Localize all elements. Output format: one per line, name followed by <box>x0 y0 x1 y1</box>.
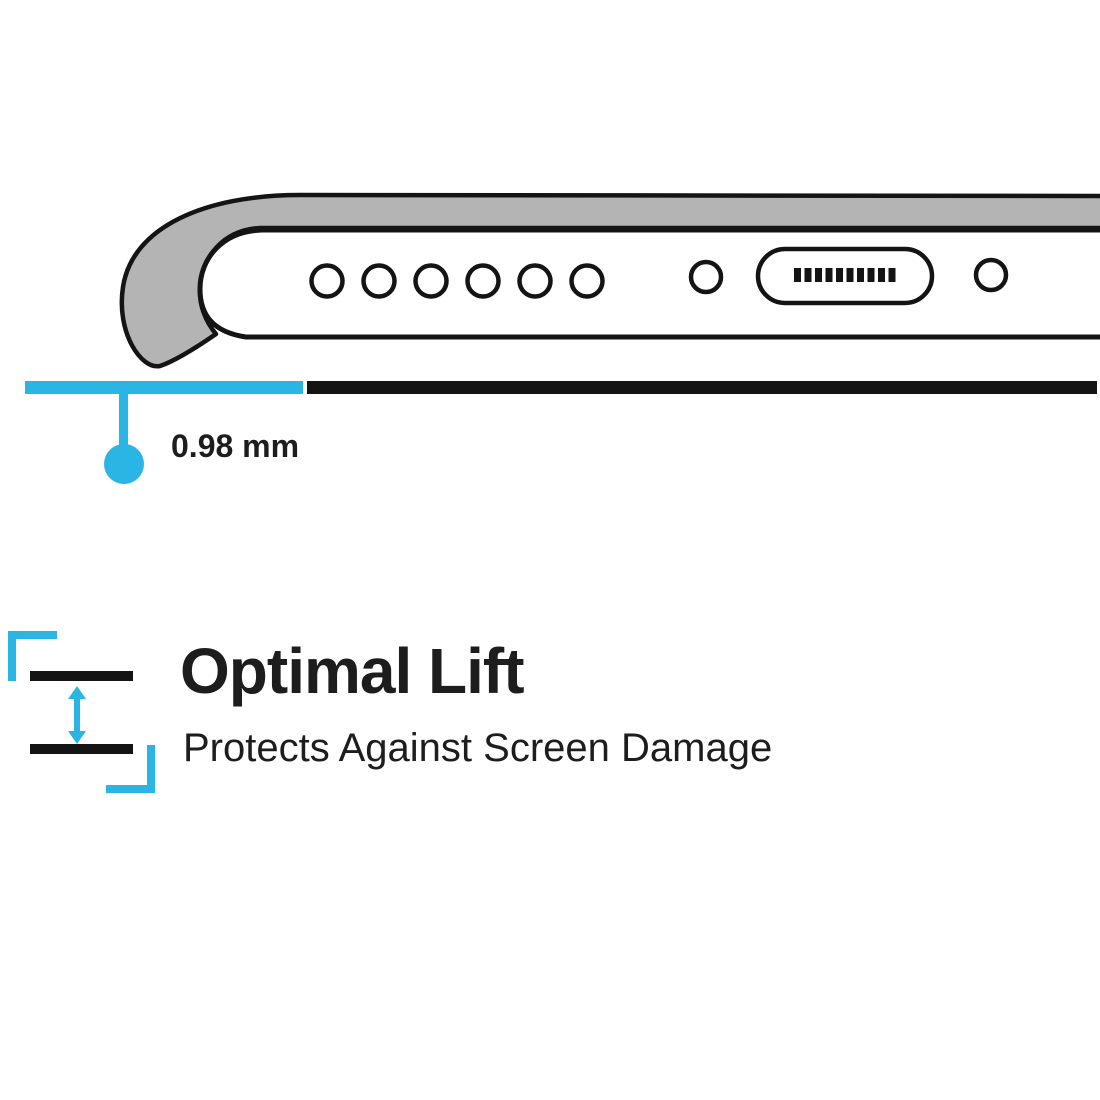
feature-title: Optimal Lift <box>180 635 525 707</box>
corner-bracket-top-left-icon <box>8 631 57 681</box>
measurement-leader-line <box>119 393 128 447</box>
screw-hole-icon <box>688 259 724 295</box>
up-down-arrow-icon <box>68 686 86 744</box>
surface-reference-bar <box>307 381 1097 394</box>
measurement-dot <box>104 444 144 484</box>
lift-measurement-value: 0.98 mm <box>171 428 300 464</box>
upper-surface-line <box>30 671 133 681</box>
lift-gap-icon <box>8 631 155 793</box>
speaker-holes <box>309 263 605 299</box>
charging-port-icon <box>755 246 935 306</box>
lift-gap-highlight-bar <box>25 381 303 394</box>
port-pins <box>794 268 896 282</box>
corner-bracket-bottom-right-icon <box>106 745 155 793</box>
screw-hole-icon-2 <box>973 257 1009 293</box>
phone-bottom-edge-illustration <box>119 192 1100 369</box>
feature-subtitle: Protects Against Screen Damage <box>183 726 773 770</box>
lower-surface-line <box>30 744 133 754</box>
